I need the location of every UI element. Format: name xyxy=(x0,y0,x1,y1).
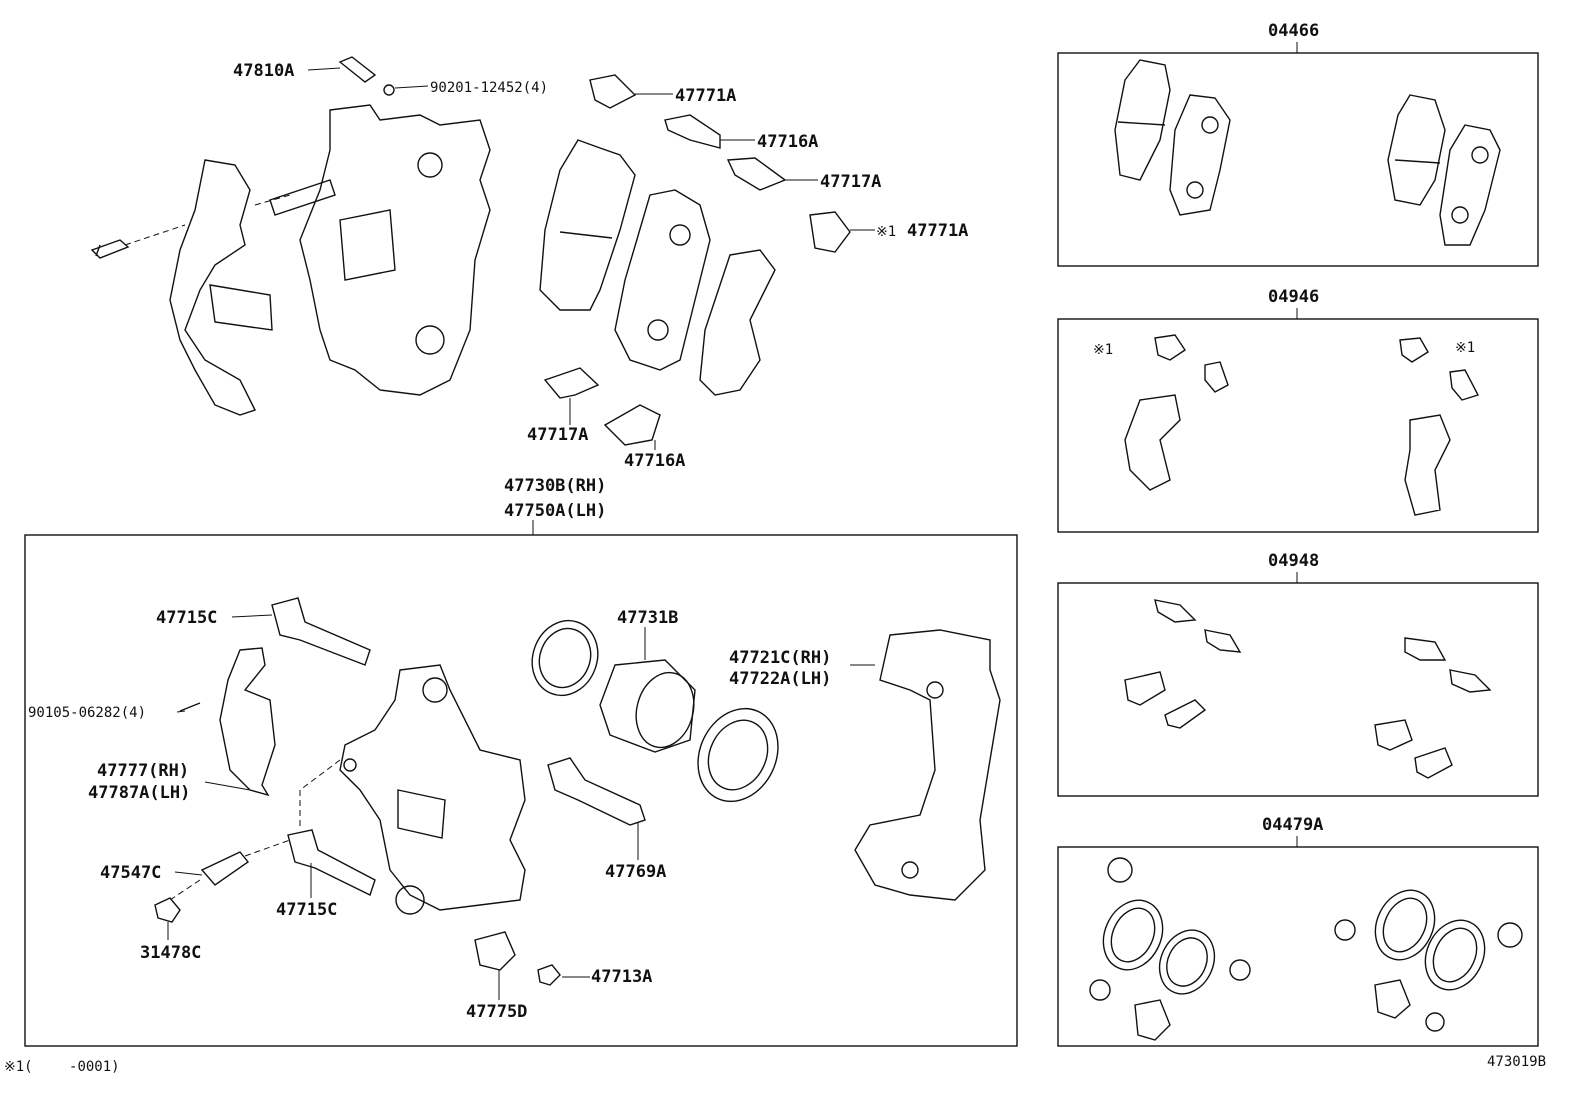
drawing-id: 473019B xyxy=(1487,1054,1546,1070)
label-90105-06282: 90105-06282(4) xyxy=(28,705,146,721)
label-47716A-top: 47716A xyxy=(757,132,818,152)
slide-pin-47715C-low xyxy=(287,829,376,896)
brake-pad-inner xyxy=(539,139,636,311)
lower-leaders xyxy=(167,614,875,1000)
slide-pin-47715C-top xyxy=(271,597,371,666)
lower-assembly xyxy=(154,597,1001,986)
kit-04946: 04946 ※1 ※1 xyxy=(1057,287,1539,533)
upper-leaders xyxy=(307,67,875,535)
kit-04948: 04948 xyxy=(1057,551,1539,797)
clip-47717A-top xyxy=(726,157,787,191)
label-47717A-low: 47717A xyxy=(527,425,588,445)
piston-boot xyxy=(697,707,779,803)
label-47771A-top: 47771A xyxy=(675,86,736,106)
clip-47771A-mid xyxy=(809,211,851,253)
kit-label-04479A: 04479A xyxy=(1262,815,1323,835)
bolt-left xyxy=(90,239,130,259)
label-47810A: 47810A xyxy=(233,61,294,81)
label-47715C-top: 47715C xyxy=(156,608,217,628)
label-47547C: 47547C xyxy=(100,863,161,883)
piston-seal-ring xyxy=(531,619,599,697)
label-47750A: 47750A(LH) xyxy=(504,501,606,521)
caliper-upper xyxy=(299,104,491,396)
bolt-47810A xyxy=(338,56,377,83)
label-mark-1: ※1 xyxy=(876,224,896,240)
kit-label-04946: 04946 xyxy=(1268,287,1319,307)
label-47717A-top: 47717A xyxy=(820,172,881,192)
caliper-assembly-box xyxy=(24,534,1018,1047)
label-47771A-mid: 47771A xyxy=(907,221,968,241)
kit-label-04948: 04948 xyxy=(1268,551,1319,571)
guide-pin-47769A xyxy=(547,757,646,826)
dust-shield-upper xyxy=(169,159,256,416)
kit-label-04466: 04466 xyxy=(1268,21,1319,41)
label-47769A: 47769A xyxy=(605,862,666,882)
brake-pad-outer xyxy=(614,189,711,371)
kit-04946-mark-right: ※1 xyxy=(1455,340,1475,356)
kit-04946-mark-left: ※1 xyxy=(1093,342,1113,358)
label-47777: 47777(RH) xyxy=(97,761,189,781)
label-47721C: 47721C(RH) xyxy=(729,648,831,668)
footnote: ※1( -0001) xyxy=(4,1059,120,1075)
clip-47717A-low xyxy=(543,367,600,399)
upper-assembly xyxy=(90,56,851,446)
bushing-47775D xyxy=(474,931,516,971)
cap-31478C xyxy=(154,897,181,923)
piston-47731B xyxy=(599,659,696,753)
bleeder-47547C xyxy=(200,851,250,886)
cap-47713A xyxy=(537,964,561,986)
label-47716A-low: 47716A xyxy=(624,451,685,471)
lower-labels: 47715C 47731B 47721C(RH) 47722A(LH) 9010… xyxy=(28,608,831,1022)
washer-90201 xyxy=(383,84,395,96)
mounting-bracket xyxy=(854,629,1001,901)
caliper-lower xyxy=(339,664,526,911)
label-31478C: 31478C xyxy=(140,943,201,963)
upper-labels: 47810A 90201-12452(4) 47771A 47716A 4771… xyxy=(233,61,968,521)
clip-47771A-top xyxy=(589,74,637,109)
clip-47716A-low xyxy=(603,404,661,446)
clip-47716A-top xyxy=(664,114,721,149)
label-47715C-low: 47715C xyxy=(276,900,337,920)
anti-squeal-shim xyxy=(699,249,776,396)
label-47731B: 47731B xyxy=(617,608,678,628)
label-47730B: 47730B(RH) xyxy=(504,476,606,496)
label-47722A: 47722A(LH) xyxy=(729,669,831,689)
shield-47777 xyxy=(219,647,276,797)
label-90201-12452: 90201-12452(4) xyxy=(430,80,548,96)
kit-04479A: 04479A xyxy=(1057,815,1539,1047)
label-47713A: 47713A xyxy=(591,967,652,987)
kit-04466: 04466 xyxy=(1057,21,1539,267)
label-47787A: 47787A(LH) xyxy=(88,783,190,803)
label-47775D: 47775D xyxy=(466,1002,527,1022)
